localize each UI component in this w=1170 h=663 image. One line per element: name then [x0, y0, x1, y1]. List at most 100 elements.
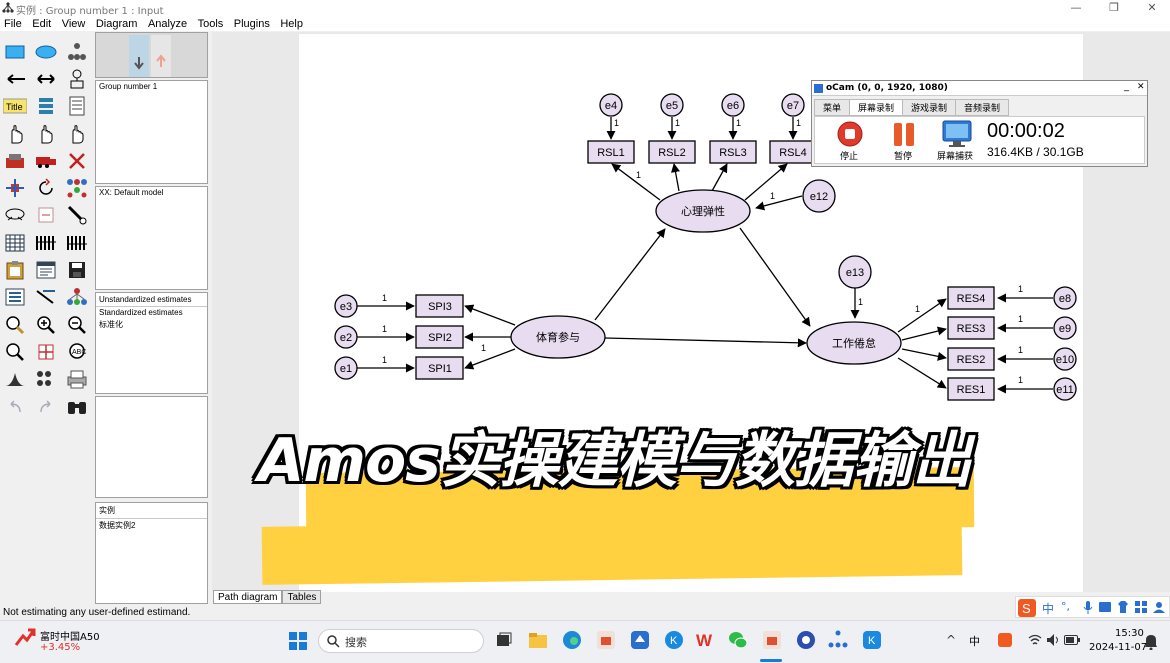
wps-icon[interactable]: W	[696, 630, 716, 650]
node-rsl1[interactable]	[587, 140, 635, 164]
select-one-icon[interactable]	[2, 122, 28, 146]
estimate-unstandardized[interactable]: Unstandardized estimates	[96, 293, 207, 307]
draw-observed-icon[interactable]	[2, 40, 28, 64]
task-view-icon[interactable]	[494, 630, 514, 650]
amos-active-icon[interactable]	[762, 630, 782, 650]
feishu-icon[interactable]	[630, 630, 650, 650]
redo-icon[interactable]	[33, 395, 59, 419]
group-item[interactable]: Group number 1	[99, 82, 158, 91]
node-e7[interactable]	[781, 93, 805, 117]
toolbox-icon[interactable]	[1135, 601, 1147, 613]
volume-icon[interactable]	[1046, 633, 1060, 647]
fit-page-icon[interactable]	[33, 340, 59, 364]
node-res2[interactable]	[947, 347, 995, 371]
space-horizontal-icon[interactable]	[33, 203, 59, 227]
list-dataset-icon[interactable]	[64, 94, 90, 118]
ocam-minimize-button[interactable]: _	[1124, 81, 1129, 92]
minimize-button[interactable]: —	[1070, 1, 1082, 14]
keyboard-icon[interactable]	[1099, 602, 1111, 612]
ocam-tab-audio[interactable]: 音频录制	[955, 99, 1010, 116]
node-res4[interactable]	[947, 286, 995, 310]
zoom-out-icon[interactable]	[64, 313, 90, 337]
copy-icon[interactable]	[2, 149, 28, 173]
clock-date[interactable]: 2024-11-07	[1089, 642, 1148, 653]
menu-help[interactable]: Help	[280, 18, 303, 30]
node-pe[interactable]	[510, 315, 606, 359]
ime-punctuation[interactable]: °,	[1061, 600, 1070, 613]
ocam-close-button[interactable]: ✕	[1137, 82, 1145, 92]
deselect-icon[interactable]	[64, 122, 90, 146]
estimate-standardized[interactable]: Standardized estimates	[99, 308, 183, 317]
menu-file[interactable]: File	[4, 18, 22, 30]
specification-search-icon[interactable]	[64, 395, 90, 419]
node-rsl3[interactable]	[709, 140, 757, 164]
undo-icon[interactable]	[2, 395, 28, 419]
node-e2[interactable]	[334, 325, 358, 349]
draw-latent-icon[interactable]	[33, 40, 59, 64]
save-icon[interactable]	[64, 258, 90, 282]
ocam-pause-button[interactable]	[891, 121, 917, 147]
shape-object-icon[interactable]	[2, 203, 28, 227]
microphone-icon[interactable]	[1083, 601, 1093, 615]
kugou-second-icon[interactable]: K	[862, 630, 882, 650]
tray-overflow-chevron[interactable]: ^	[946, 633, 957, 647]
node-wb[interactable]	[806, 321, 902, 365]
node-e13[interactable]	[838, 255, 872, 289]
clipboard-icon[interactable]	[2, 258, 28, 282]
node-e9[interactable]	[1053, 316, 1077, 340]
windows-start-icon[interactable]	[289, 632, 307, 650]
ocam-tab-game[interactable]: 游戏录制	[902, 99, 957, 116]
user-icon[interactable]	[1153, 601, 1165, 613]
node-res1[interactable]	[947, 377, 995, 401]
kugou-icon[interactable]: K	[664, 630, 684, 650]
tab-tables[interactable]: Tables	[282, 590, 322, 604]
drag-arrows-icon[interactable]	[33, 285, 59, 309]
notification-bell-icon[interactable]	[1144, 634, 1158, 650]
ocam-tab-menu[interactable]: 菜单	[814, 99, 851, 116]
node-e12[interactable]	[802, 179, 836, 213]
node-e10[interactable]	[1053, 347, 1077, 371]
node-spi2[interactable]	[415, 325, 464, 349]
menu-analyze[interactable]: Analyze	[147, 18, 188, 30]
clock-time[interactable]: 15:30	[1115, 628, 1144, 639]
node-e1[interactable]	[334, 356, 358, 380]
analysis-properties-icon[interactable]	[33, 231, 59, 255]
loupe-icon[interactable]: ABC	[64, 340, 90, 364]
tray-ime-label[interactable]: 中	[969, 635, 980, 648]
unique-variable-icon[interactable]	[64, 67, 90, 91]
tray-sogou-icon[interactable]	[998, 633, 1012, 647]
ocam-tab-screen[interactable]: 屏幕录制	[849, 99, 904, 116]
sogou-ime-icon[interactable]: S	[1018, 599, 1036, 617]
browser-icon[interactable]	[796, 630, 816, 650]
list-variables-icon[interactable]	[33, 94, 59, 118]
stock-name[interactable]: 富时中国A50	[40, 632, 100, 643]
ocam-stop-button[interactable]	[837, 121, 863, 147]
amos-graphics-icon[interactable]	[828, 630, 848, 650]
node-e4[interactable]	[599, 93, 623, 117]
reflect-icon[interactable]	[64, 176, 90, 200]
node-res3[interactable]	[947, 316, 995, 340]
calculate-estimates-icon[interactable]	[64, 231, 90, 255]
wifi-icon[interactable]	[1028, 634, 1042, 646]
menu-plugins[interactable]: Plugins	[233, 18, 270, 30]
node-e11[interactable]	[1053, 377, 1077, 401]
bayesian-icon[interactable]	[2, 367, 28, 391]
ocam-capture-button[interactable]	[942, 120, 972, 148]
object-properties-icon[interactable]	[2, 285, 28, 309]
file-item[interactable]: 数据实例2	[99, 521, 136, 530]
zoom-in-area-icon[interactable]	[2, 313, 28, 337]
menu-tools[interactable]: Tools	[197, 18, 224, 30]
menu-view[interactable]: View	[61, 18, 86, 30]
title-icon[interactable]: Title	[2, 94, 28, 118]
skin-icon[interactable]	[1117, 601, 1129, 613]
model-item[interactable]: XX: Default model	[99, 188, 164, 197]
node-spi3[interactable]	[415, 294, 464, 318]
view-text-icon[interactable]	[33, 258, 59, 282]
edge-browser-icon[interactable]	[562, 630, 582, 650]
wechat-icon[interactable]	[728, 630, 748, 650]
file-explorer-icon[interactable]	[528, 630, 548, 650]
battery-icon[interactable]	[1064, 635, 1080, 645]
erase-icon[interactable]	[64, 149, 90, 173]
node-e6[interactable]	[721, 93, 745, 117]
view-page-icon[interactable]	[2, 340, 28, 364]
